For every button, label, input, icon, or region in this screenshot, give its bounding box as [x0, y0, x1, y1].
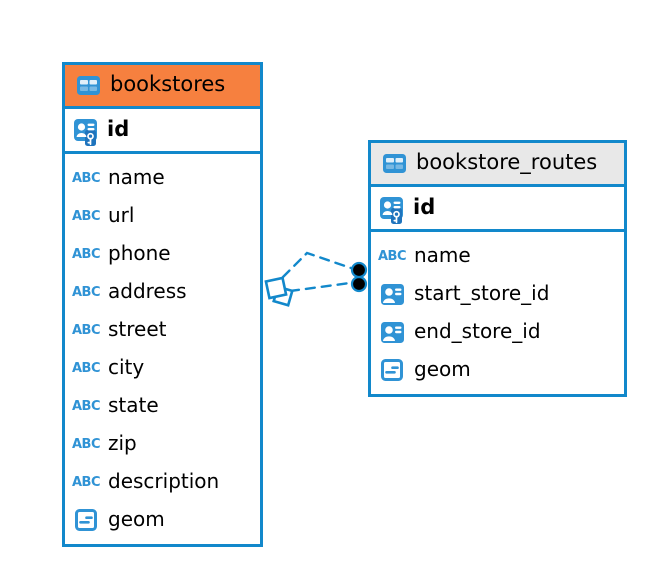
- column-name: id: [107, 116, 130, 141]
- column-row-name[interactable]: ABC name: [65, 159, 260, 197]
- abc-label: ABC: [72, 284, 101, 300]
- text-type-icon: ABC: [72, 170, 101, 186]
- text-type-icon: ABC: [72, 436, 101, 452]
- abc-label: ABC: [72, 360, 101, 376]
- table-icon: [74, 76, 102, 95]
- relationship-line[interactable]: [288, 281, 352, 293]
- column-row-id[interactable]: id: [371, 187, 624, 232]
- abc-label: ABC: [72, 208, 101, 224]
- table-header[interactable]: bookstores: [65, 65, 260, 109]
- column-name: address: [108, 279, 187, 303]
- abc-label: ABC: [378, 248, 407, 264]
- column-name: start_store_id: [414, 281, 550, 305]
- column-name: end_store_id: [414, 319, 541, 343]
- relationship-line[interactable]: [281, 251, 353, 279]
- abc-label: ABC: [72, 436, 101, 452]
- column-name: name: [108, 165, 165, 189]
- table-header[interactable]: bookstore_routes: [371, 143, 624, 187]
- table-icon: [380, 154, 408, 173]
- column-name: description: [108, 469, 220, 493]
- text-type-icon: ABC: [72, 284, 101, 300]
- abc-label: ABC: [72, 246, 101, 262]
- text-type-icon: ABC: [72, 208, 101, 224]
- column-row-url[interactable]: ABC url: [65, 197, 260, 235]
- table-title: bookstores: [110, 72, 226, 96]
- abc-label: ABC: [72, 322, 101, 338]
- geometry-type-icon: [378, 359, 406, 381]
- column-row-address[interactable]: ABC address: [65, 273, 260, 311]
- column-row-city[interactable]: ABC city: [65, 349, 260, 387]
- column-row-state[interactable]: ABC state: [65, 387, 260, 425]
- text-type-icon: ABC: [72, 474, 101, 490]
- column-row-geom[interactable]: geom: [65, 501, 260, 539]
- reference-icon: [378, 283, 406, 305]
- column-name: name: [414, 243, 471, 267]
- column-row-zip[interactable]: ABC zip: [65, 425, 260, 463]
- table-title: bookstore_routes: [416, 150, 598, 174]
- column-name: city: [108, 355, 145, 379]
- abc-label: ABC: [72, 474, 101, 490]
- geometry-type-icon: [72, 509, 100, 531]
- relationship-dot-marker[interactable]: [350, 261, 368, 293]
- text-type-icon: ABC: [72, 322, 101, 338]
- relationship-diamond-marker[interactable]: [264, 276, 294, 307]
- column-row-description[interactable]: ABC description: [65, 463, 260, 501]
- column-row-id[interactable]: id: [65, 109, 260, 154]
- abc-label: ABC: [72, 170, 101, 186]
- column-name: url: [108, 203, 135, 227]
- column-name: zip: [108, 431, 137, 455]
- text-type-icon: ABC: [378, 248, 407, 264]
- primary-key-icon: [378, 196, 406, 224]
- column-name: geom: [414, 357, 471, 381]
- column-name: id: [413, 194, 436, 219]
- column-row-phone[interactable]: ABC phone: [65, 235, 260, 273]
- column-name: state: [108, 393, 159, 417]
- primary-key-icon: [72, 118, 100, 146]
- text-type-icon: ABC: [72, 398, 101, 414]
- text-type-icon: ABC: [72, 360, 101, 376]
- column-name: geom: [108, 507, 165, 531]
- column-row-street[interactable]: ABC street: [65, 311, 260, 349]
- column-row-name[interactable]: ABC name: [371, 237, 624, 275]
- column-name: phone: [108, 241, 171, 265]
- column-row-start_store_id[interactable]: start_store_id: [371, 275, 624, 313]
- column-row-geom[interactable]: geom: [371, 351, 624, 389]
- column-row-end_store_id[interactable]: end_store_id: [371, 313, 624, 351]
- abc-label: ABC: [72, 398, 101, 414]
- reference-icon: [378, 321, 406, 343]
- column-name: street: [108, 317, 167, 341]
- text-type-icon: ABC: [72, 246, 101, 262]
